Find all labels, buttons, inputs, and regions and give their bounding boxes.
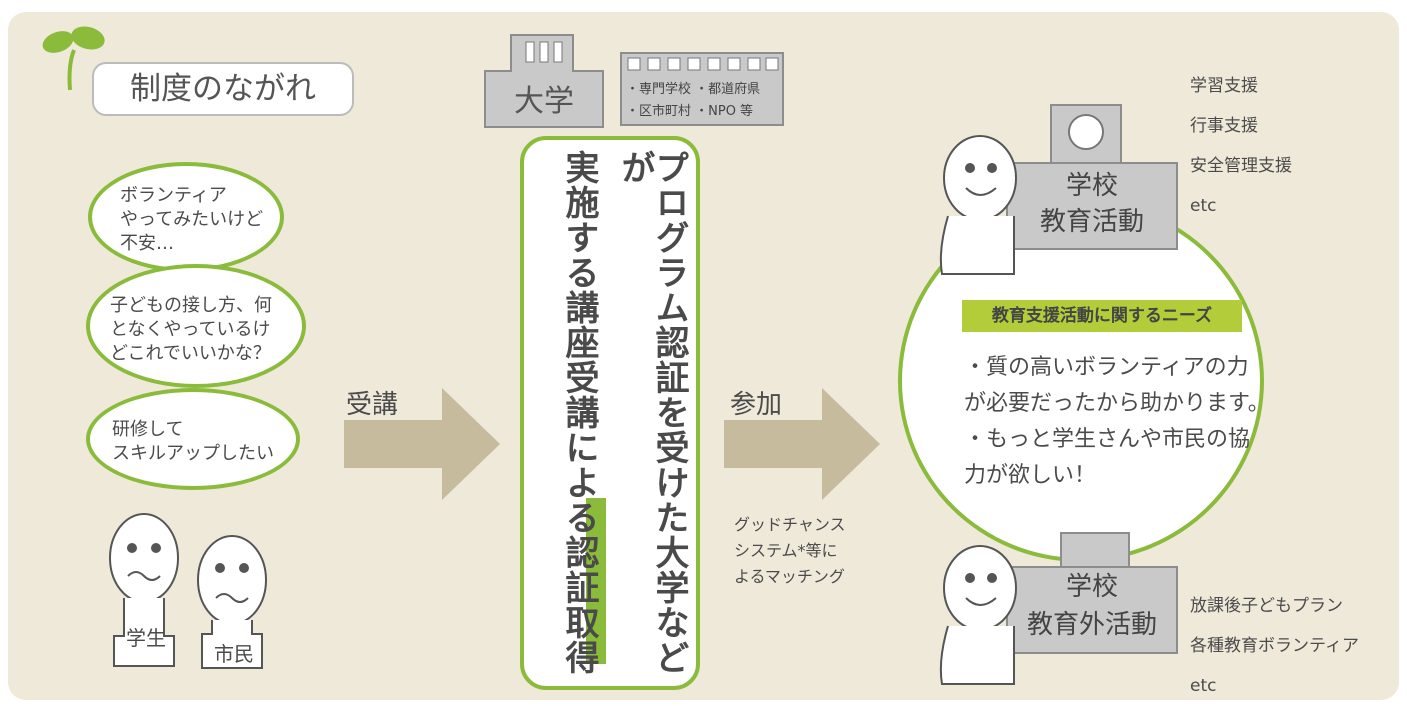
student-label: 学生	[126, 626, 166, 650]
arrow1-label: 受講	[346, 390, 399, 420]
bottom-list-item-3: etc	[1190, 676, 1217, 696]
supporter-top-illustration	[939, 135, 1017, 275]
page-title: 制度のながれ	[130, 71, 316, 107]
needs-text: ・質の高いボランティアの力 が必要だったから助かります。 ・もっと学生さんや市民…	[964, 355, 1270, 488]
school-bottom-label: 学校 教育外活動	[1026, 572, 1157, 640]
top-list-item-4: etc	[1190, 196, 1217, 216]
worry-text-2: 子どもの接し方、何 となくやっているけ どこれでいいかな？	[110, 295, 272, 364]
top-list-item-1: 学習支援	[1190, 76, 1258, 96]
bottom-list: 放課後子どもプラン 各種教育ボランティア etc	[1190, 586, 1359, 706]
other-institutions-line1: ・専門学校 ・都道府県	[626, 82, 761, 97]
arrow-right-icon	[724, 388, 880, 500]
sprout-icon	[42, 26, 105, 91]
bottom-list-item-2: 各種教育ボランティア	[1190, 636, 1359, 656]
worry-text-1: ボランティア やってみたいけど 不安…	[120, 185, 264, 254]
arrow-right-icon	[344, 388, 500, 500]
top-list-item-2: 行事支援	[1190, 116, 1258, 136]
citizen-label: 市民	[214, 642, 254, 666]
highlight-bar	[586, 498, 606, 664]
program-box	[520, 136, 700, 690]
worry-bubble-1: ボランティア やってみたいけど 不安…	[88, 162, 284, 272]
arrow2-label: 参加	[730, 390, 783, 420]
tower-windows-icon	[525, 41, 563, 63]
building-windows-icon	[627, 57, 779, 71]
program-text-col1: プログラム認証を受けた大学などが	[615, 150, 689, 675]
supporter-bottom-illustration	[939, 545, 1017, 685]
other-institutions-line2: ・区市町村 ・NPO 等	[626, 104, 754, 119]
school-top-label: 学校 教育活動	[1039, 171, 1144, 237]
top-list: 学習支援 行事支援 安全管理支援 etc	[1190, 66, 1292, 226]
university-label: 大学	[514, 84, 574, 119]
needs-header: 教育支援活動に関するニーズ	[962, 300, 1242, 332]
people-illustration	[109, 513, 267, 669]
program-text-col2: 実施する講座受講による認証取得	[559, 150, 599, 675]
school-bottom-tower	[1060, 532, 1130, 572]
school-bottom-building	[1006, 566, 1178, 654]
bottom-list-item-1: 放課後子どもプラン	[1190, 596, 1343, 616]
top-list-item-3: 安全管理支援	[1190, 156, 1292, 176]
title-box: 制度のながれ	[92, 62, 354, 116]
clock-icon	[1068, 114, 1104, 150]
worry-bubble-3: 研修して スキルアップしたい	[86, 388, 300, 490]
school-top-building	[1006, 162, 1178, 250]
worry-bubble-2: 子どもの接し方、何 となくやっているけ どこれでいいかな？	[86, 264, 306, 388]
matching-text: グッドチャンス システム*等に よるマッチング	[734, 515, 846, 586]
worry-text-3: 研修して スキルアップしたい	[112, 419, 274, 464]
